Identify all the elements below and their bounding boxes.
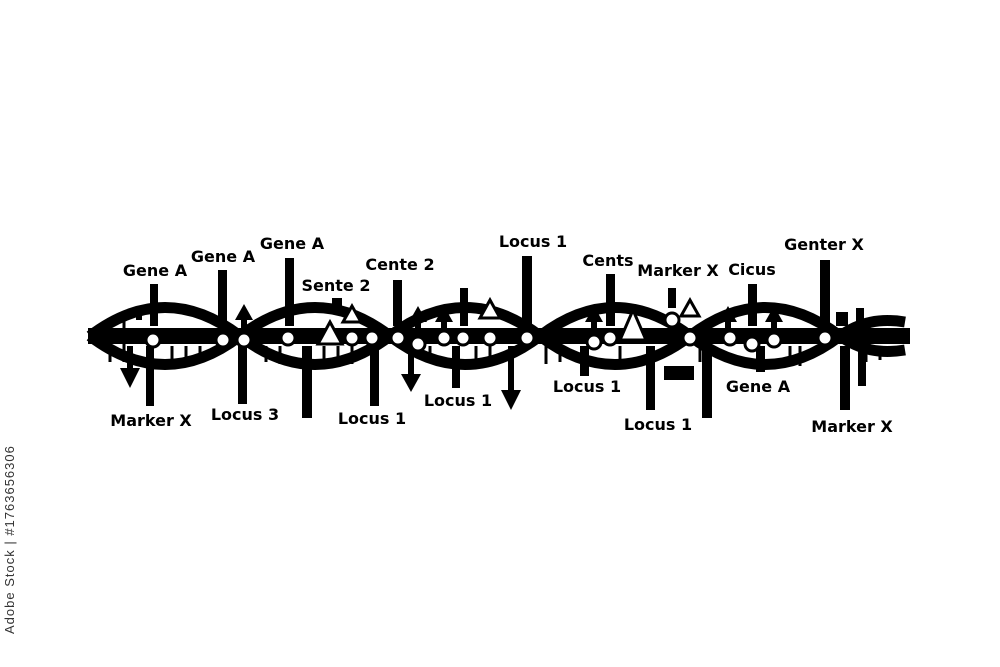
label-gene-a-3: Gene A	[260, 234, 325, 253]
down-arrow-icon	[120, 346, 140, 388]
label-gene-a-1: Gene A	[123, 261, 188, 280]
upper-marker-bars	[136, 256, 864, 326]
label-gene-a-bottom: Gene A	[726, 377, 791, 396]
up-arrow-icon	[585, 306, 603, 328]
locus-node	[681, 329, 699, 347]
locus-node	[765, 331, 783, 349]
outline-up-arrow-icon	[340, 302, 364, 324]
down-arrows	[120, 346, 521, 410]
locus-node	[743, 335, 761, 353]
label-cents: Cents	[582, 251, 633, 270]
outline-up-arrow-icon	[477, 296, 503, 320]
locus-node	[481, 329, 499, 347]
locus-node	[279, 329, 297, 347]
label-gene-a-2: Gene A	[191, 247, 256, 266]
down-arrow-icon	[401, 346, 421, 392]
label-genter-x: Genter X	[784, 235, 864, 254]
label-sente-2: Sente 2	[302, 276, 371, 295]
up-arrow-icon	[765, 306, 783, 328]
locus-node	[585, 333, 603, 351]
locus-node	[454, 329, 472, 347]
outlined-arrows	[315, 296, 702, 346]
locus-node	[235, 331, 253, 349]
locus-node	[409, 335, 427, 353]
outline-triangle-icon	[315, 318, 345, 346]
locus-node	[389, 329, 407, 347]
locus-node	[214, 331, 232, 349]
locus-node	[435, 329, 453, 347]
locus-nodes	[144, 311, 834, 353]
label-locus-1-a: Locus 1	[338, 409, 406, 428]
locus-node	[721, 329, 739, 347]
locus-node	[663, 311, 681, 329]
label-cente-2: Cente 2	[365, 255, 434, 274]
label-marker-x-right: Marker X	[811, 417, 893, 436]
locus-node	[816, 329, 834, 347]
locus-node	[518, 329, 536, 347]
up-arrow-icon	[719, 306, 737, 328]
label-locus-1-b: Locus 1	[424, 391, 492, 410]
locus-node	[601, 329, 619, 347]
stock-id-text: Adobe Stock | #1763656306	[2, 445, 17, 635]
up-arrow-icon	[435, 306, 453, 328]
up-arrow-icon	[235, 304, 253, 328]
label-locus-1-top: Locus 1	[499, 232, 567, 251]
locus-node	[343, 329, 361, 347]
upper-labels: Gene A Gene A Gene A Sente 2 Cente 2 Loc…	[123, 232, 865, 295]
up-arrows	[235, 304, 783, 328]
outline-up-arrow-icon	[678, 296, 702, 318]
label-locus-3: Locus 3	[211, 405, 279, 424]
locus-node	[144, 331, 162, 349]
lower-marker-bars	[146, 346, 866, 418]
label-locus-1-c: Locus 1	[553, 377, 621, 396]
label-locus-1-d: Locus 1	[624, 415, 692, 434]
lower-labels: Marker X Locus 3 Locus 1 Locus 1 Locus 1…	[110, 377, 893, 436]
outline-triangle-icon	[617, 306, 649, 342]
up-arrow-icon	[409, 306, 427, 328]
label-marker-x-top: Marker X	[637, 261, 719, 280]
label-cicus: Cicus	[728, 260, 776, 279]
down-arrow-icon	[501, 346, 521, 410]
chromosome-backbone	[88, 328, 910, 344]
locus-node	[363, 329, 381, 347]
label-marker-x-left: Marker X	[110, 411, 192, 430]
